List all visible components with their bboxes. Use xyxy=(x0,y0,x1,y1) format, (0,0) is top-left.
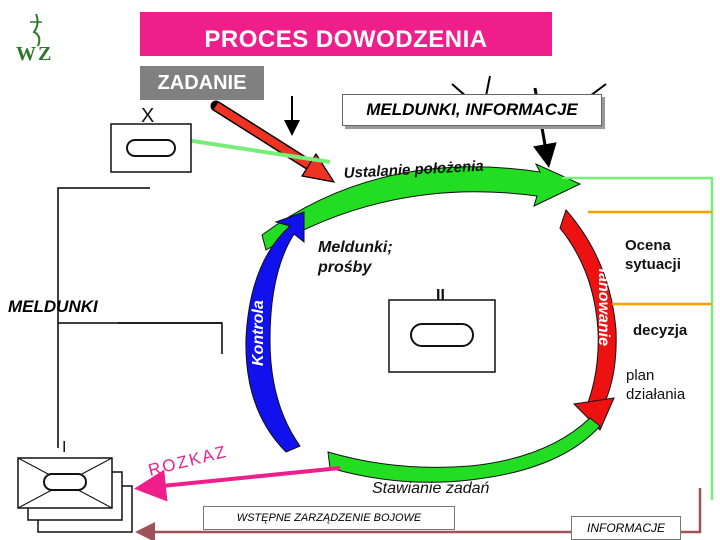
informacje-box: INFORMACJE xyxy=(571,516,681,540)
meldunki-label: MELDUNKI xyxy=(8,297,98,316)
echelon-top: X xyxy=(141,105,154,127)
unit-symbol-top xyxy=(110,123,192,173)
unit-symbol-stack xyxy=(17,457,133,533)
right-green-line xyxy=(562,176,714,500)
meldunki-prosby-label: Meldunki; prośby xyxy=(318,239,393,276)
planowanie-label: Planowanie xyxy=(595,258,612,346)
zadanie-box: ZADANIE xyxy=(140,66,264,100)
echelon-mid: II xyxy=(436,287,445,304)
left-frame-line xyxy=(57,187,150,448)
title-bar: PROCES DOWODZENIA xyxy=(140,12,552,56)
wstepne-zarzadzenie-box: WSTĘPNE ZARZĄDZENIE BOJOWE xyxy=(203,506,455,530)
ocena-sytuacji-label: Ocena sytuacji xyxy=(625,237,681,273)
rozkaz-arrow xyxy=(134,466,341,502)
svg-text:Z: Z xyxy=(38,43,51,65)
page-title: PROCES DOWODZENIA xyxy=(204,26,488,53)
unit-symbol-center xyxy=(388,299,496,373)
svg-text:W: W xyxy=(16,43,36,65)
logo-icon: W Z xyxy=(16,13,51,65)
plan-dzialania-label: plan działania xyxy=(626,367,686,403)
echelon-low: I xyxy=(62,439,66,456)
zadanie-arrow xyxy=(210,100,336,183)
decyzja-label: decyzja xyxy=(633,322,688,339)
kontrola-label: Kontrola xyxy=(250,300,267,366)
rozkaz-label: ROZKAZ xyxy=(146,442,229,480)
kontrola-arrow xyxy=(245,211,305,453)
ustalanie-arrow xyxy=(261,162,582,251)
stawianie-label: Stawianie zadań xyxy=(372,480,490,497)
left-connector xyxy=(58,322,223,354)
stawianie-arrow xyxy=(327,417,601,483)
meldunki-informacje-box: MELDUNKI, INFORMACJE xyxy=(342,94,602,126)
